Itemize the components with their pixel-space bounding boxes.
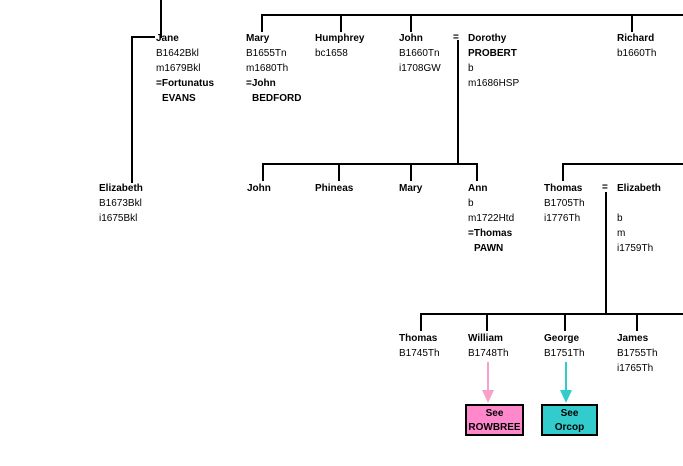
line-john-dorothy-children-v — [457, 40, 459, 165]
person-mary-junior[interactable]: Mary — [399, 181, 422, 196]
spouse-name: =John — [246, 78, 276, 89]
birth-date: B1755Th — [617, 348, 658, 359]
burial-date: i1675Bkl — [99, 213, 138, 224]
marriage-date: m1679Bkl — [156, 63, 201, 74]
person-name: Phineas — [315, 183, 354, 194]
birth-date: B1673Bkl — [99, 198, 142, 209]
person-name: Richard — [617, 33, 655, 44]
see-label: See — [560, 408, 579, 419]
birth-date: b — [617, 213, 623, 224]
person-name: James — [617, 333, 649, 344]
marriage-sign-thomas-elizabeth: = — [602, 182, 608, 193]
marriage-sign-john-dorothy: = — [453, 32, 459, 43]
person-surname: PROBERT — [468, 48, 517, 59]
person-name: Thomas — [544, 183, 583, 194]
birth-date: B1745Th — [399, 348, 440, 359]
marriage-date: m1722Htd — [468, 213, 515, 224]
line-grandchildren-bar — [420, 313, 683, 315]
line-john2-drop — [262, 163, 264, 181]
birth-date: b — [468, 198, 474, 209]
person-ann[interactable]: Ann b m1722Htd =Thomas PAWN — [468, 181, 514, 256]
person-name: Mary — [399, 183, 423, 194]
person-name: George — [544, 333, 580, 344]
person-elizabeth-wife[interactable]: Elizabeth b m i1759Th — [617, 181, 661, 256]
burial-date: i1776Th — [544, 213, 581, 224]
burial-date: i1759Th — [617, 243, 654, 254]
birth-date: bc1658 — [315, 48, 348, 59]
line-thomas2-drop — [420, 313, 422, 331]
person-name: Jane — [156, 33, 179, 44]
line-thomas-elizabeth-children-v — [605, 192, 607, 315]
link-target: Orcop — [554, 422, 585, 433]
line-george-drop — [564, 313, 566, 331]
marriage-date: m1686HSP — [468, 78, 520, 89]
person-name: Thomas — [399, 333, 438, 344]
rowbree-arrow-head — [482, 390, 494, 403]
line-thomas-drop — [562, 163, 564, 181]
line-jane-elizabeth-v — [131, 36, 133, 183]
line-richard-drop — [631, 14, 633, 32]
person-mary[interactable]: Mary B1655Tn m1680Th =John BEDFORD — [246, 31, 301, 106]
line-children-bar — [262, 163, 478, 165]
person-name: Elizabeth — [617, 183, 661, 194]
person-dorothy[interactable]: Dorothy PROBERT b m1686HSP — [468, 31, 519, 91]
link-target: ROWBREE — [468, 422, 521, 433]
birth-date: B1748Th — [468, 348, 509, 359]
line-james-drop — [636, 313, 638, 331]
birth-date: b1660Th — [617, 48, 657, 59]
line-jane-elizabeth-h — [131, 36, 155, 38]
person-elizabeth[interactable]: Elizabeth B1673Bkl i1675Bkl — [99, 181, 143, 226]
line-ann-drop — [476, 163, 478, 181]
spouse-surname: PAWN — [474, 243, 504, 254]
person-thomas-grandson[interactable]: Thomas B1745Th — [399, 331, 440, 361]
spouse-surname: BEDFORD — [252, 93, 302, 104]
see-rowbree-button[interactable]: See ROWBREE — [465, 404, 524, 436]
person-john[interactable]: John B1660Tn i1708GW — [399, 31, 441, 76]
birth-date: B1642Bkl — [156, 48, 199, 59]
person-name: John — [247, 183, 271, 194]
person-name: Dorothy — [468, 33, 507, 44]
person-name: Ann — [468, 183, 488, 194]
person-humphrey[interactable]: Humphrey bc1658 — [315, 31, 364, 61]
burial-date: i1765Th — [617, 363, 654, 374]
line-humphrey-drop — [340, 14, 342, 32]
birth-date: b — [468, 63, 474, 74]
person-jane[interactable]: Jane B1642Bkl m1679Bkl =Fortunatus EVANS — [156, 31, 214, 106]
line-mary2-drop — [410, 163, 412, 181]
see-label: See — [485, 408, 504, 419]
birth-date: B1660Tn — [399, 48, 440, 59]
person-name: William — [468, 333, 503, 344]
line-sibling-bar-top — [261, 14, 683, 16]
spouse-surname: EVANS — [162, 93, 196, 104]
person-name: Elizabeth — [99, 183, 143, 194]
orcop-arrow-head — [560, 390, 572, 403]
person-george[interactable]: George B1751Th — [544, 331, 585, 361]
marriage-date: m — [617, 228, 626, 239]
spouse-name: =Fortunatus — [156, 78, 215, 89]
line-phineas-drop — [338, 163, 340, 181]
line-mary-drop — [261, 14, 263, 32]
birth-date: B1655Tn — [246, 48, 287, 59]
person-john-junior[interactable]: John — [247, 181, 271, 196]
spouse-name: =Thomas — [468, 228, 513, 239]
birth-date: B1751Th — [544, 348, 585, 359]
line-thomas-bar — [562, 163, 683, 165]
person-thomas[interactable]: Thomas B1705Th i1776Th — [544, 181, 585, 226]
birth-date: B1705Th — [544, 198, 585, 209]
see-orcop-button[interactable]: See Orcop — [541, 404, 598, 436]
burial-date: i1708GW — [399, 63, 441, 74]
line-jane-up — [160, 0, 162, 38]
person-name: Mary — [246, 33, 270, 44]
line-william-drop — [486, 313, 488, 331]
person-william[interactable]: William B1748Th — [468, 331, 509, 361]
person-richard[interactable]: Richard b1660Th — [617, 31, 656, 61]
line-john-drop — [410, 14, 412, 32]
person-name: Humphrey — [315, 33, 365, 44]
person-james[interactable]: James B1755Th i1765Th — [617, 331, 658, 376]
person-phineas[interactable]: Phineas — [315, 181, 353, 196]
marriage-date: m1680Th — [246, 63, 289, 74]
person-name: John — [399, 33, 423, 44]
